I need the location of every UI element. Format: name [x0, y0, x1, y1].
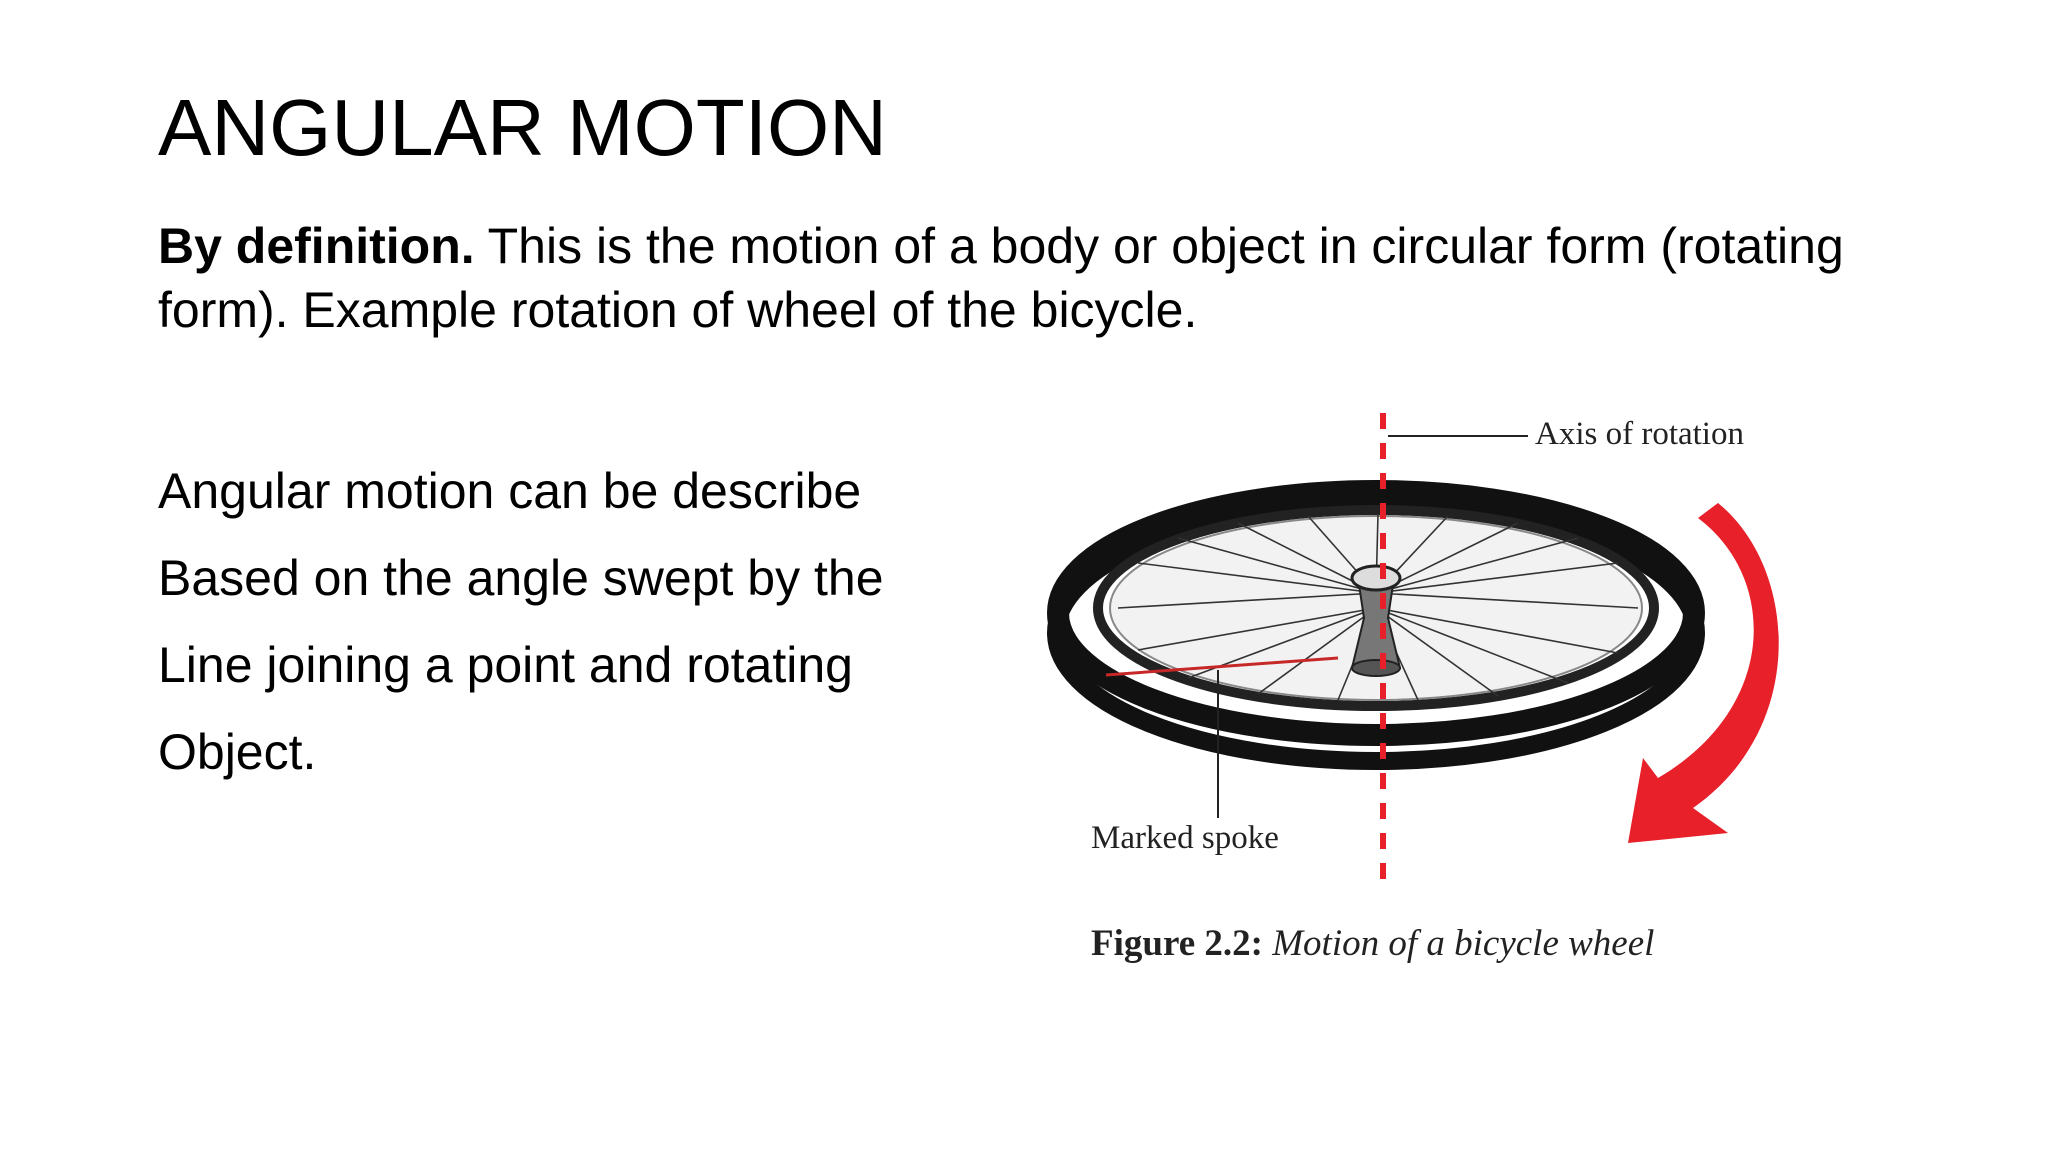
bicycle-wheel-illustration [1047, 413, 1779, 888]
definition-text: This is the motion of a body or object i… [158, 218, 1844, 338]
marked-spoke-label: Marked spoke [1091, 820, 1279, 856]
axis-of-rotation-label: Axis of rotation [1535, 416, 1744, 452]
slide-title: ANGULAR MOTION [158, 83, 887, 172]
figure-caption: Figure 2.2: Motion of a bicycle wheel [1091, 922, 1654, 965]
rotation-arrow-icon [1628, 503, 1779, 843]
caption-number: Figure 2.2: [1091, 923, 1263, 964]
description-line: Based on the angle swept by the [158, 550, 884, 606]
description-line: Object. [158, 724, 317, 780]
description-line: Line joining a point and rotating [158, 637, 853, 693]
description-text: Angular motion can be describe Based on … [158, 448, 884, 796]
caption-text: Motion of a bicycle wheel [1262, 923, 1655, 964]
definition-lead: By definition. [158, 218, 475, 274]
bicycle-wheel-figure: Axis of rotation Marked spoke Figure 2.2… [1038, 378, 1808, 978]
description-line: Angular motion can be describe [158, 463, 862, 519]
definition-paragraph: By definition. This is the motion of a b… [158, 214, 1878, 342]
marked-spoke [1105, 656, 1339, 677]
